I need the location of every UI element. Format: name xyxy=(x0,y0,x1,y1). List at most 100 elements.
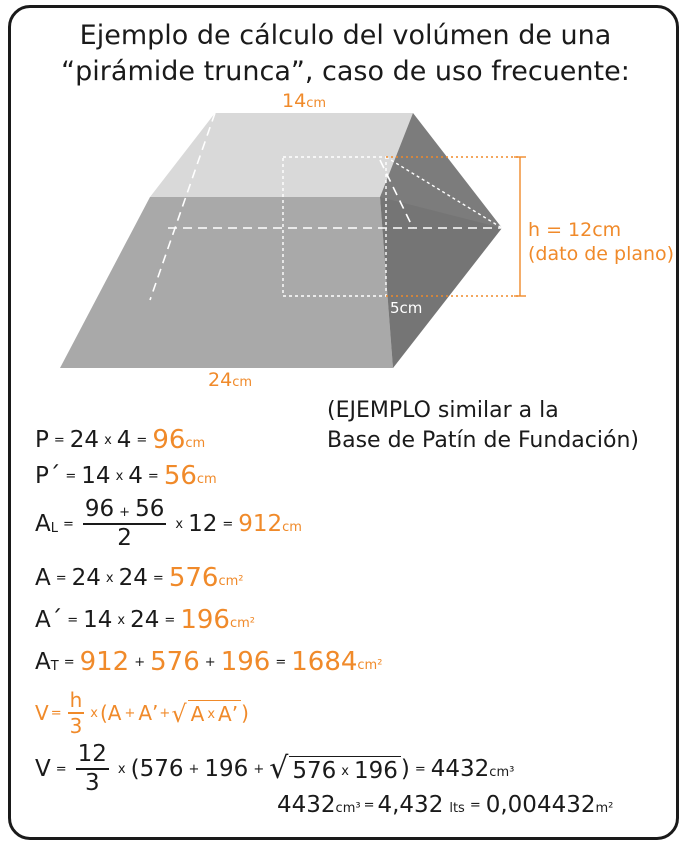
p2-a: 14 xyxy=(81,463,111,489)
vc-open: (576 xyxy=(130,756,184,782)
vc-result: 4432 xyxy=(430,756,490,782)
p2-lhs: P´ xyxy=(35,463,61,489)
p-x: x xyxy=(104,432,112,448)
p-unit: cm xyxy=(185,435,206,451)
a2-x: x xyxy=(117,612,126,628)
hidden-edge-inner xyxy=(379,159,414,229)
a-eq2: = xyxy=(152,570,164,586)
a-eq: = xyxy=(55,570,67,586)
conv-c-unit: m² xyxy=(595,800,614,816)
a2-b: 24 xyxy=(130,607,160,633)
vc-root-a: 576 xyxy=(292,758,337,784)
vg-close: ) xyxy=(241,701,249,725)
inner-dimension-label: 5cm xyxy=(390,299,423,317)
vg-sqrt: √ A x A’ xyxy=(171,700,242,726)
p2-b: 4 xyxy=(128,463,143,489)
al-num-a: 96 xyxy=(84,496,115,522)
al-eq: = xyxy=(62,516,74,532)
conv-b-unit: lts xyxy=(449,800,465,816)
vg-plus-2: + xyxy=(159,705,171,721)
a-unit: cm² xyxy=(218,573,244,589)
al-numerator: 96 +56 xyxy=(82,496,167,525)
vc-numerator: 12 xyxy=(75,743,109,770)
formula-p-prime: P´ = 14 x 4 = 56 cm xyxy=(35,461,217,491)
inner-dotted-diag xyxy=(385,156,503,229)
p-lhs: P xyxy=(35,427,49,453)
vc-sqrt: √ 576 x 196 xyxy=(269,754,401,784)
a2-lhs: A´ xyxy=(35,607,63,633)
vg-x: x xyxy=(90,705,98,721)
at-b: 576 xyxy=(150,647,200,677)
al-sub: L xyxy=(50,520,58,536)
vc-b: 196 xyxy=(204,756,249,782)
al-num-b: 56 xyxy=(135,496,165,522)
al-plus: + xyxy=(119,505,131,520)
al-mul: 12 xyxy=(188,511,218,537)
vg-root-a: A xyxy=(190,702,205,726)
vc-x: x xyxy=(117,761,126,777)
vc-plus-1: + xyxy=(188,761,200,777)
a2-unit: cm² xyxy=(229,615,255,631)
al-fraction: 96 +56 2 xyxy=(82,496,167,551)
vg-denominator: 3 xyxy=(69,714,83,738)
al-denominator: 2 xyxy=(117,525,132,551)
p-eq2: = xyxy=(136,432,148,448)
a-a: 24 xyxy=(71,565,101,591)
at-plus-1: + xyxy=(134,654,146,670)
vg-open: (A xyxy=(99,701,122,725)
al-eq2: = xyxy=(222,516,234,532)
note-line-2: Base de Patín de Fundación) xyxy=(327,428,639,453)
al-result: 912 xyxy=(238,511,283,537)
formula-volume-general: V = h 3 x (A + A’ + √ A x A’ ) xyxy=(35,690,249,736)
a2-eq: = xyxy=(67,612,79,628)
at-sub: T xyxy=(50,658,59,674)
frustum-front-face xyxy=(60,197,393,368)
p2-eq: = xyxy=(65,468,77,484)
al-x: x xyxy=(175,516,184,532)
at-a: 912 xyxy=(79,647,130,677)
base-edge-value: 24 xyxy=(208,369,233,391)
at-eq2: = xyxy=(275,654,287,670)
formula-conversion: 4432 cm³ = 4,432 lts = 0,004432 m² xyxy=(277,792,613,818)
conv-a-unit: cm³ xyxy=(335,800,361,816)
conv-c: 0,004432 xyxy=(485,792,596,818)
at-lhs: A xyxy=(35,649,51,675)
at-c: 196 xyxy=(220,647,271,677)
note-line-1: (EJEMPLO similar a la xyxy=(327,398,559,423)
height-note: (dato de plano) xyxy=(528,243,675,265)
conv-eq: = xyxy=(363,797,375,813)
p2-x: x xyxy=(115,468,124,484)
vc-unit: cm³ xyxy=(489,764,515,780)
p-result: 96 xyxy=(152,425,186,455)
vc-eq2: = xyxy=(414,761,426,777)
top-edge-unit: cm xyxy=(306,96,326,111)
a-lhs: A xyxy=(35,565,51,591)
a-b: 24 xyxy=(118,565,148,591)
vc-denominator: 3 xyxy=(84,770,100,796)
formula-volume-calc: V = 12 3 x (576 + 196 + √ 576 x 196 ) = … xyxy=(35,743,514,795)
frustum-side-shade xyxy=(380,197,502,368)
a2-eq2: = xyxy=(164,612,176,628)
top-edge-label: 14cm xyxy=(282,90,326,112)
formula-base-area: A = 24 x 24 = 576 cm² xyxy=(35,563,243,593)
vg-root-b: A’ xyxy=(218,702,239,726)
frustum-top-face xyxy=(150,113,413,197)
top-edge-value: 14 xyxy=(282,90,307,112)
p-eq: = xyxy=(53,432,65,448)
vc-lhs: V xyxy=(35,756,51,782)
conv-b: 4,432 xyxy=(377,792,444,818)
at-result: 1684 xyxy=(291,647,358,677)
vg-b: A’ xyxy=(138,701,159,725)
formula-p: P = 24 x 4 = 96 cm xyxy=(35,425,205,455)
p2-result: 56 xyxy=(163,461,197,491)
conv-eq2: = xyxy=(469,797,481,813)
vg-eq: = xyxy=(50,705,62,721)
vc-fraction: 12 3 xyxy=(75,743,109,796)
p2-unit: cm xyxy=(196,471,217,487)
formula-top-area: A´ = 14 x 24 = 196 cm² xyxy=(35,605,255,635)
base-edge-unit: cm xyxy=(232,375,252,390)
vc-root-b: 196 xyxy=(353,758,398,784)
